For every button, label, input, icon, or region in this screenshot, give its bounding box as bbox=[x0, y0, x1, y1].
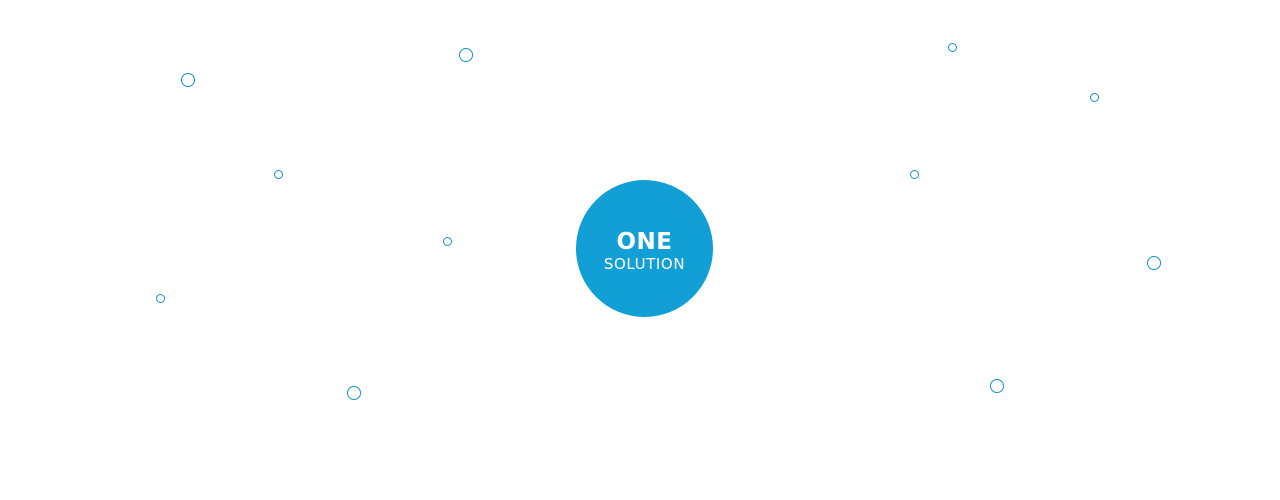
ring-dot bbox=[910, 170, 919, 179]
ring-dot bbox=[948, 43, 957, 52]
ring-dot bbox=[181, 73, 195, 87]
ring-dot bbox=[459, 48, 473, 62]
ring-dot bbox=[1090, 93, 1099, 102]
ring-dot bbox=[347, 386, 361, 400]
ring-dot bbox=[274, 170, 283, 179]
one-solution-badge: ONE SOLUTION bbox=[576, 180, 713, 317]
badge-title: ONE bbox=[616, 228, 673, 255]
ring-dot bbox=[1147, 256, 1161, 270]
ring-dot bbox=[156, 294, 165, 303]
ring-dot bbox=[443, 237, 452, 246]
badge-subtitle: SOLUTION bbox=[603, 254, 686, 273]
ring-dot bbox=[990, 379, 1004, 393]
